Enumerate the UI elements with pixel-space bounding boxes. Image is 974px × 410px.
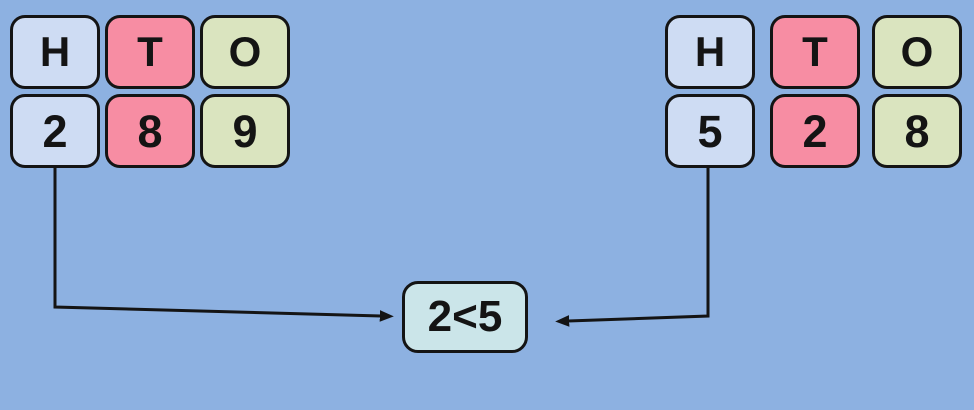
left-number-arrow <box>53 168 394 322</box>
right-number-arrow <box>555 168 710 327</box>
right-tens-digit-tile: 2 <box>770 94 860 168</box>
left-tens-digit-tile: 8 <box>105 94 195 168</box>
left-tens-header-tile: T <box>105 15 195 89</box>
left-hundreds-digit-tile: 2 <box>10 94 100 168</box>
left-ones-header-tile: O <box>200 15 290 89</box>
comparison-result-box: 2<5 <box>402 281 528 353</box>
right-tens-header-tile: T <box>770 15 860 89</box>
right-ones-header-tile: O <box>872 15 962 89</box>
right-hundreds-digit-tile: 5 <box>665 94 755 168</box>
right-ones-digit-tile: 8 <box>872 94 962 168</box>
right-hundreds-header-tile: H <box>665 15 755 89</box>
left-hundreds-header-tile: H <box>10 15 100 89</box>
left-ones-digit-tile: 9 <box>200 94 290 168</box>
